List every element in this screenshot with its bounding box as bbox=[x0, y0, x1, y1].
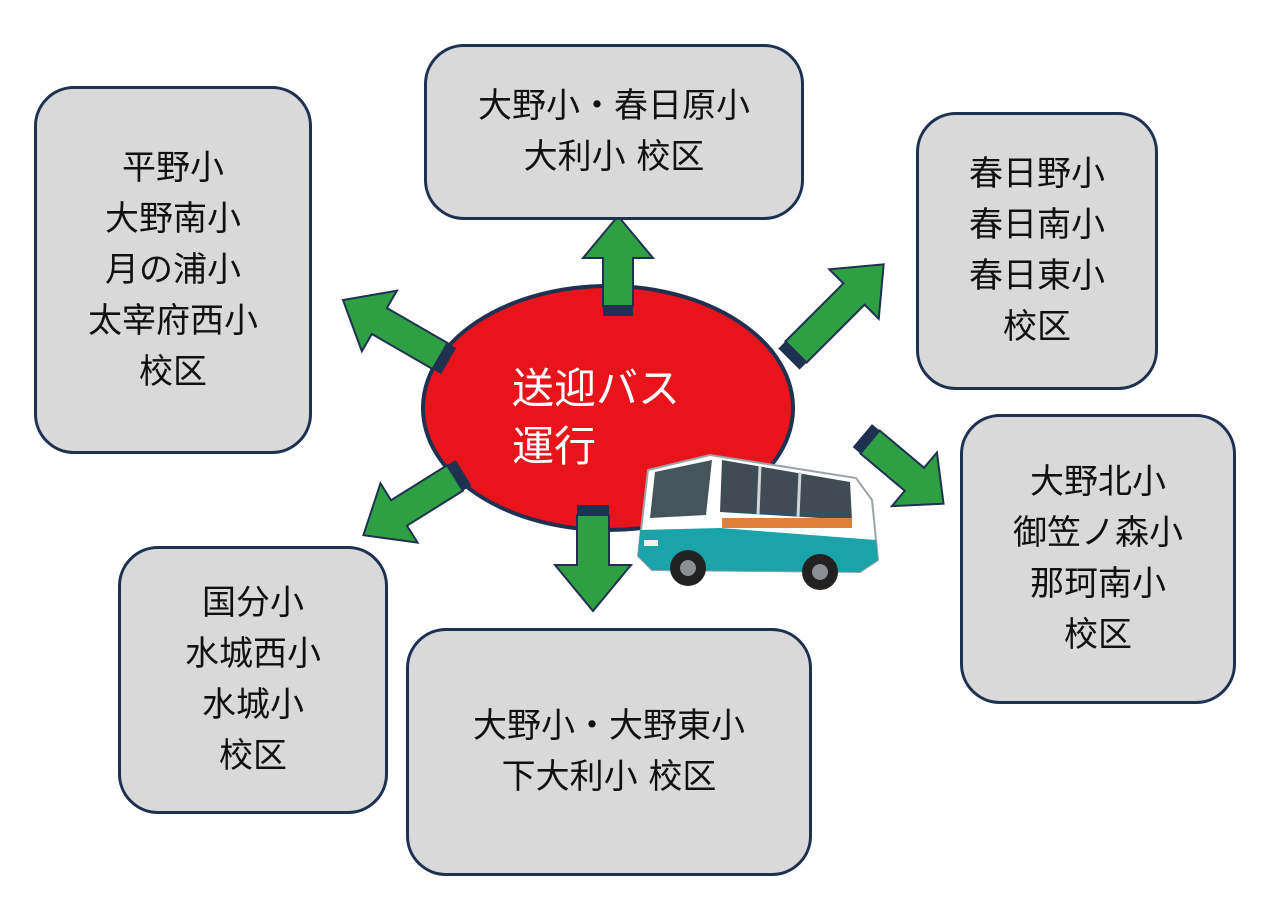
box-top-left-line-5: 校区 bbox=[139, 351, 207, 392]
center-line-2: 運行 bbox=[512, 422, 597, 471]
arrow-down bbox=[552, 505, 634, 613]
arrow-up bbox=[580, 214, 656, 316]
bus-icon bbox=[636, 453, 880, 590]
box-right-line-4: 校区 bbox=[1064, 615, 1132, 655]
box-right-line-2: 御笠ノ森小 bbox=[1013, 513, 1183, 553]
box-top: 大野小・春日原小 大利小 校区 bbox=[424, 44, 804, 220]
arrow-up-left bbox=[341, 289, 457, 374]
box-top-left: 平野小 大野南小 月の浦小 太宰府西小 校区 bbox=[34, 86, 312, 454]
box-top-right: 春日野小 春日南小 春日東小 校区 bbox=[916, 112, 1158, 390]
arrow-up-right bbox=[778, 263, 885, 370]
box-top-right-line-4: 校区 bbox=[1003, 307, 1071, 347]
box-top-left-line-1: 平野小 bbox=[122, 147, 224, 188]
arrow-down-left bbox=[362, 459, 472, 544]
box-bottom-left-line-4: 校区 bbox=[219, 736, 287, 776]
box-bottom-left-line-1: 国分小 bbox=[202, 583, 304, 623]
box-bottom-line-2: 下大利小 校区 bbox=[501, 757, 717, 797]
box-top-right-line-2: 春日南小 bbox=[969, 205, 1105, 245]
center-label: 送迎バス 運行 bbox=[512, 360, 680, 476]
box-bottom-left-line-3: 水城小 bbox=[202, 685, 304, 725]
box-top-line-1: 大野小・春日原小 bbox=[478, 86, 750, 126]
box-top-right-line-1: 春日野小 bbox=[969, 154, 1105, 194]
box-right-line-1: 大野北小 bbox=[1030, 462, 1166, 502]
arrow-down-right bbox=[852, 424, 945, 508]
box-top-right-line-3: 春日東小 bbox=[969, 256, 1105, 296]
box-bottom-left-line-2: 水城西小 bbox=[185, 634, 321, 674]
center-line-1: 送迎バス bbox=[512, 364, 681, 413]
box-right-line-3: 那珂南小 bbox=[1030, 564, 1166, 604]
box-top-left-line-3: 月の浦小 bbox=[105, 249, 241, 290]
box-top-left-line-4: 太宰府西小 bbox=[88, 300, 258, 341]
box-right: 大野北小 御笠ノ森小 那珂南小 校区 bbox=[960, 414, 1236, 704]
box-bottom-left: 国分小 水城西小 水城小 校区 bbox=[118, 546, 388, 814]
box-top-line-2: 大利小 校区 bbox=[523, 137, 705, 177]
box-top-left-line-2: 大野南小 bbox=[105, 198, 241, 239]
box-bottom: 大野小・大野東小 下大利小 校区 bbox=[406, 628, 812, 876]
box-bottom-line-1: 大野小・大野東小 bbox=[473, 706, 745, 746]
